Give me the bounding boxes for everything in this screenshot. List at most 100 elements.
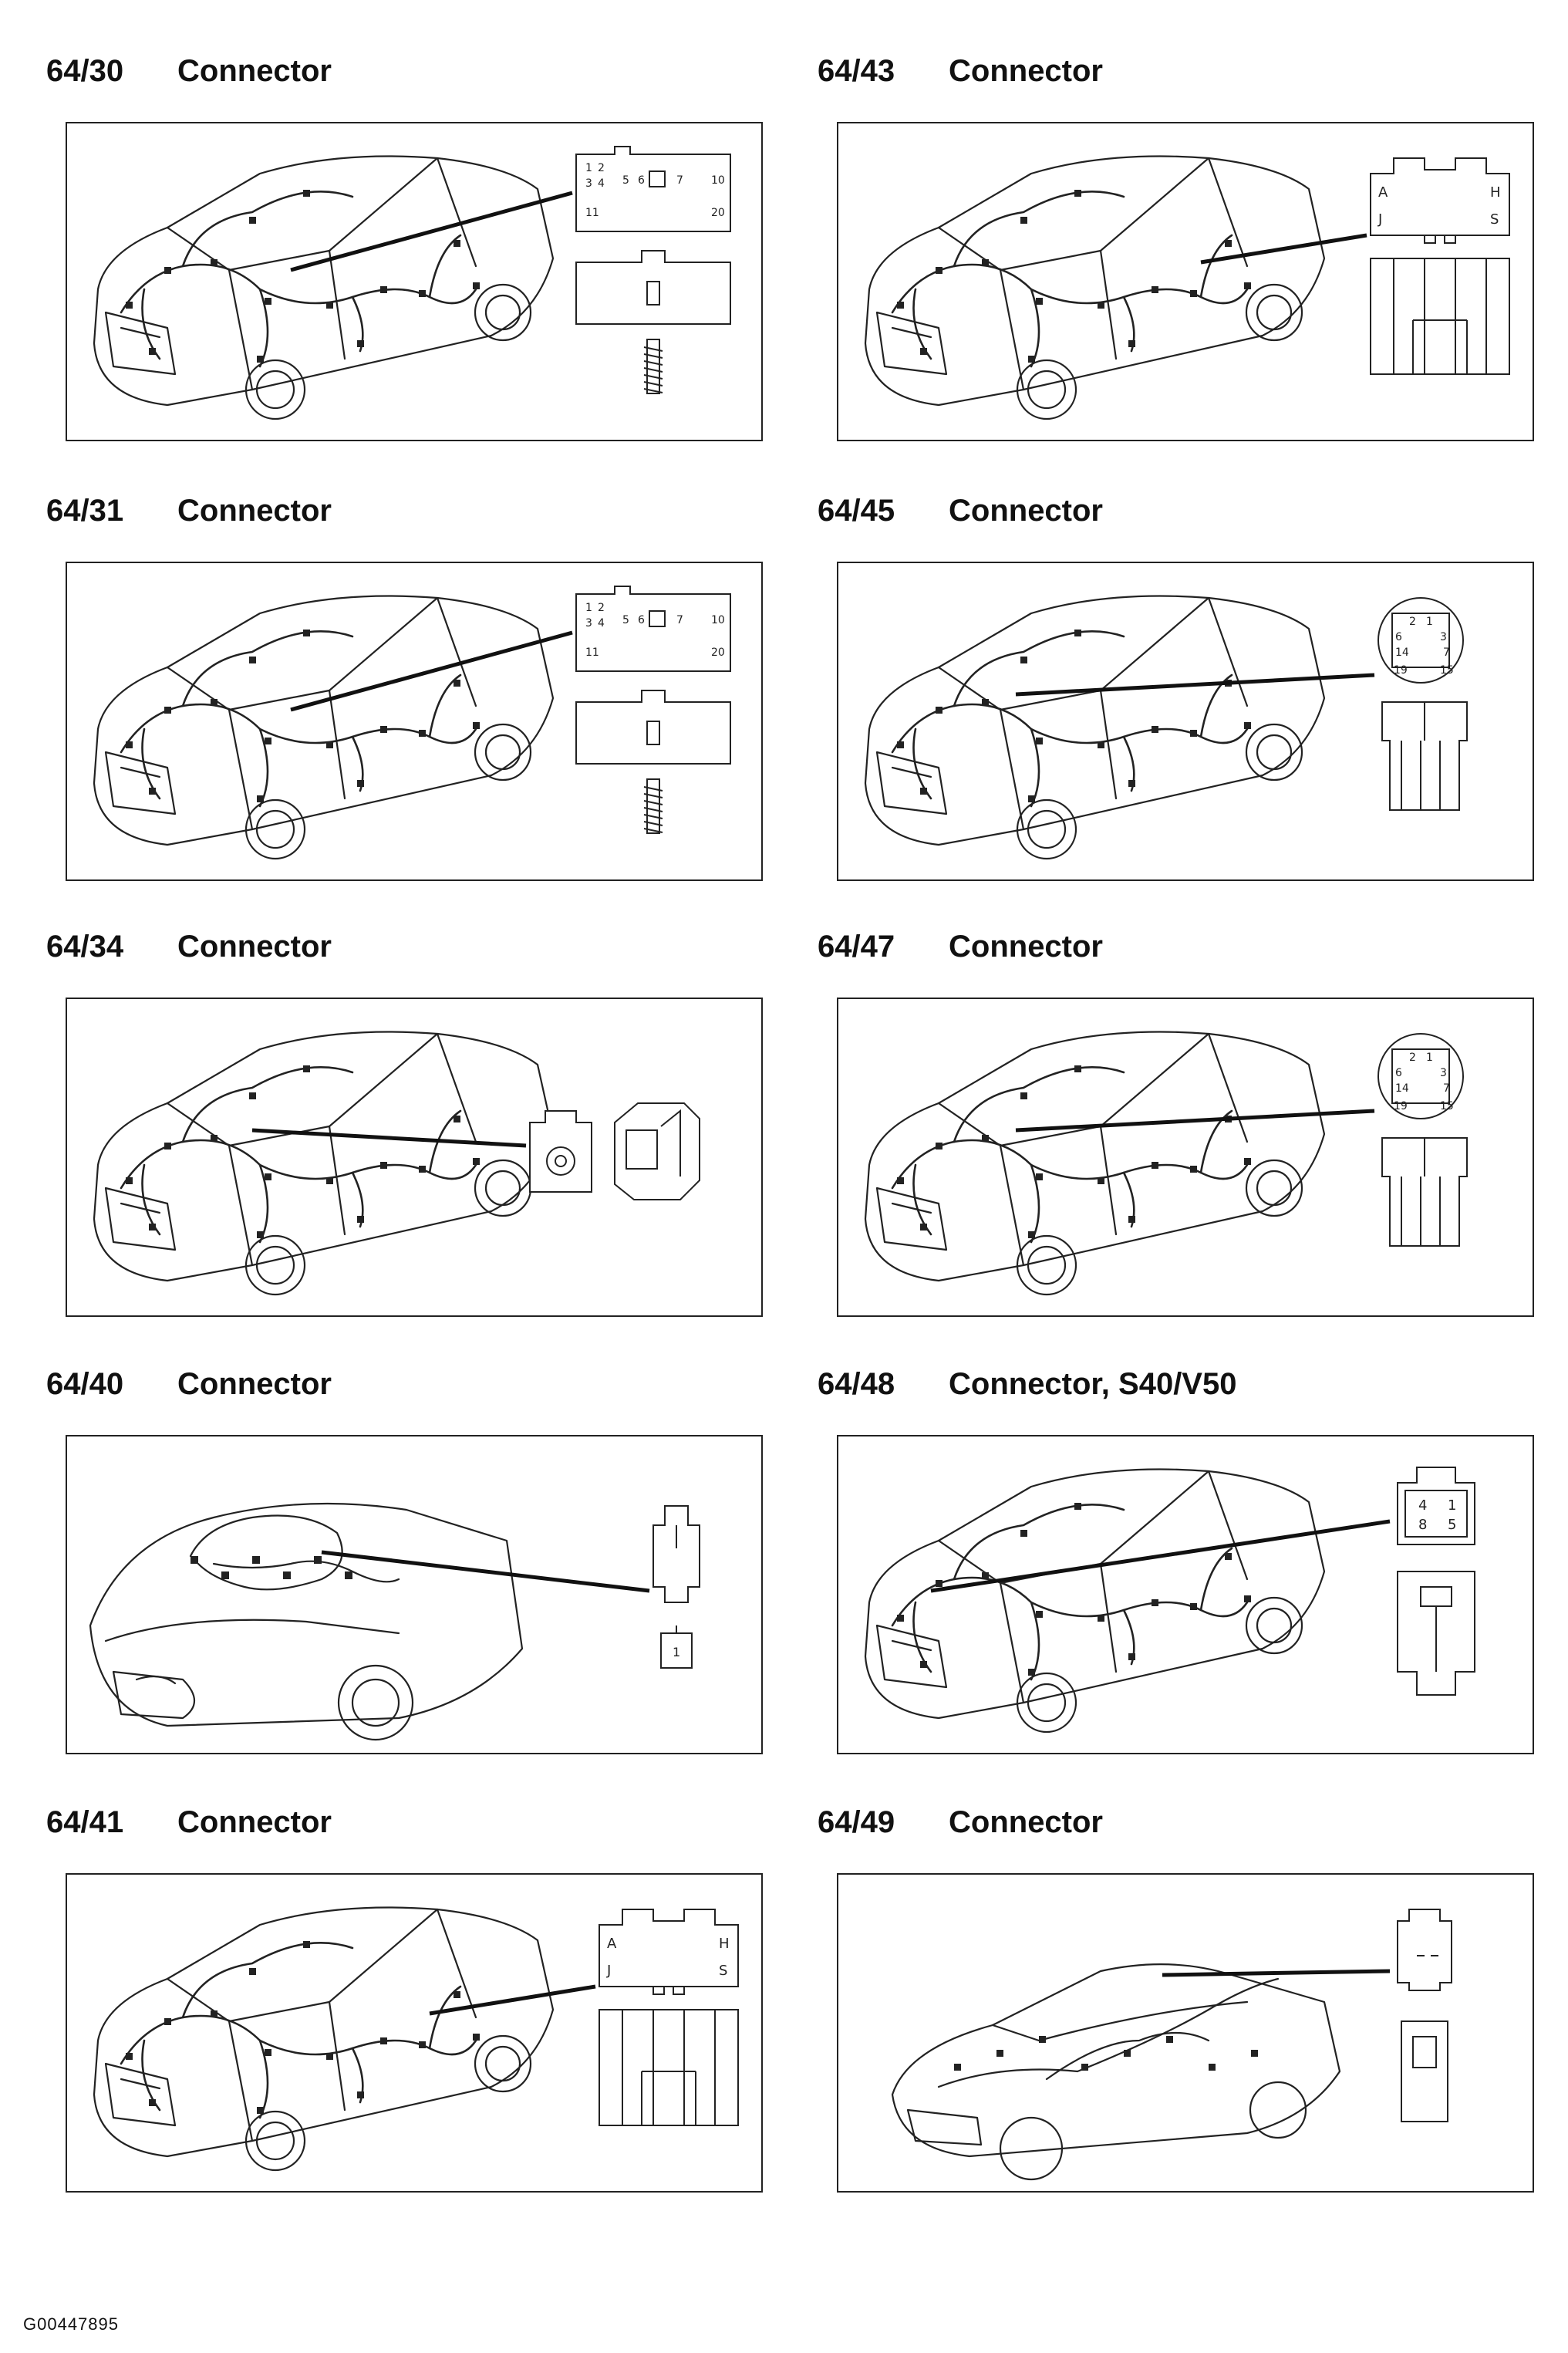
pin-label: 14	[1395, 1082, 1409, 1095]
pin-label: 10	[711, 614, 725, 626]
connector-title: Connector	[949, 54, 1103, 88]
connector-code: 64/40	[46, 1367, 124, 1401]
pin-label: 3	[1440, 631, 1447, 643]
connector-code: 64/48	[818, 1367, 895, 1401]
pin-label: 7	[1443, 1082, 1450, 1095]
leader-line	[1015, 1109, 1375, 1133]
pin-label: 5	[622, 174, 629, 187]
pin-label: 2	[1409, 1052, 1416, 1064]
pin-label: H	[1490, 184, 1501, 201]
pin-label: 19	[1394, 664, 1408, 677]
connector-code: 64/47	[818, 930, 895, 964]
car-wiring-harness-icon	[864, 595, 1326, 860]
pin-label: 2	[598, 162, 605, 174]
pin-label: 3	[585, 617, 592, 630]
leader-line	[321, 1550, 650, 1593]
diagram-frame: A H J S	[837, 122, 1534, 441]
pin-label: 15	[1440, 1100, 1454, 1112]
pin-label: 7	[676, 174, 683, 187]
diagram-svg: A H J S	[864, 155, 1510, 420]
pin-label: 20	[711, 207, 725, 219]
pin-label: 1	[1426, 1052, 1433, 1064]
connector-code: 64/34	[46, 930, 124, 964]
pin-label: 1	[1426, 616, 1433, 628]
pin-label: 6	[638, 174, 645, 187]
car-wiring-harness-icon	[93, 155, 555, 420]
pin-label: 8	[1418, 1517, 1427, 1533]
connector-title: Connector	[177, 54, 332, 88]
pin-label: 4	[1418, 1497, 1427, 1514]
leader-line	[930, 1519, 1391, 1593]
diagram-svg: 4 1 8 5	[864, 1467, 1475, 1734]
pin-label: H	[719, 1936, 730, 1952]
pin-label: 7	[676, 614, 683, 626]
connector-code: 64/43	[818, 54, 895, 88]
pin-label: 5	[1448, 1517, 1456, 1533]
pin-label: 19	[1394, 1100, 1408, 1112]
diagram-svg: 1	[89, 1502, 700, 1741]
pin-label: 2	[598, 602, 605, 614]
pin-label: S	[1490, 211, 1499, 228]
connector-icon: A H J S	[1370, 157, 1510, 375]
connector-icon	[1397, 1909, 1452, 2122]
car-wiring-harness-icon	[93, 1906, 555, 2172]
car-wiring-harness-icon	[864, 1031, 1326, 1296]
connector-code: 64/45	[818, 494, 895, 528]
pin-label: 3	[585, 177, 592, 190]
connector-code: 64/41	[46, 1805, 124, 1839]
pin-label: 1	[585, 602, 592, 614]
pin-label: 3	[1440, 1067, 1447, 1079]
car-wiring-harness-icon	[93, 595, 555, 860]
connector-icon: 1	[652, 1505, 700, 1669]
pin-label: 5	[622, 614, 629, 626]
pin-label: S	[719, 1963, 727, 1979]
connector-code: 64/49	[818, 1805, 895, 1839]
connector-icon	[529, 1102, 700, 1200]
leader-line	[1200, 233, 1367, 265]
pin-label: A	[1378, 184, 1388, 201]
pin-label: 20	[711, 646, 725, 659]
connector-title: Connector	[949, 930, 1103, 964]
leader-line	[1162, 1969, 1391, 1977]
connector-code: 64/30	[46, 54, 124, 88]
connector-title: Connector	[177, 1367, 332, 1401]
car-wiring-harness-icon	[891, 1963, 1341, 2181]
car-wiring-harness-icon	[864, 155, 1326, 420]
pin-label: 1	[585, 162, 592, 174]
leader-line	[290, 630, 573, 712]
pin-label: 11	[585, 646, 599, 659]
connector-title: Connector	[949, 1805, 1103, 1839]
car-wiring-harness-icon	[864, 1468, 1326, 1734]
diagram-svg	[93, 1031, 700, 1296]
pin-label: 1	[1448, 1497, 1456, 1514]
pin-label: 11	[585, 207, 599, 219]
diagram-svg	[891, 1909, 1452, 2181]
diagram-frame	[66, 998, 763, 1317]
connector-title: Connector	[177, 1805, 332, 1839]
pin-label: 10	[711, 174, 725, 187]
pin-label: 4	[598, 617, 605, 630]
leader-line	[290, 191, 573, 272]
pin-label: 15	[1440, 664, 1454, 677]
leader-line	[251, 1128, 527, 1148]
pin-label: J	[1377, 211, 1382, 228]
pin-label: 6	[638, 614, 645, 626]
pin-label: A	[607, 1936, 617, 1952]
connector-title: Connector	[949, 494, 1103, 528]
figure-id: G00447895	[23, 2314, 119, 2334]
connector-title: Connector	[177, 494, 332, 528]
